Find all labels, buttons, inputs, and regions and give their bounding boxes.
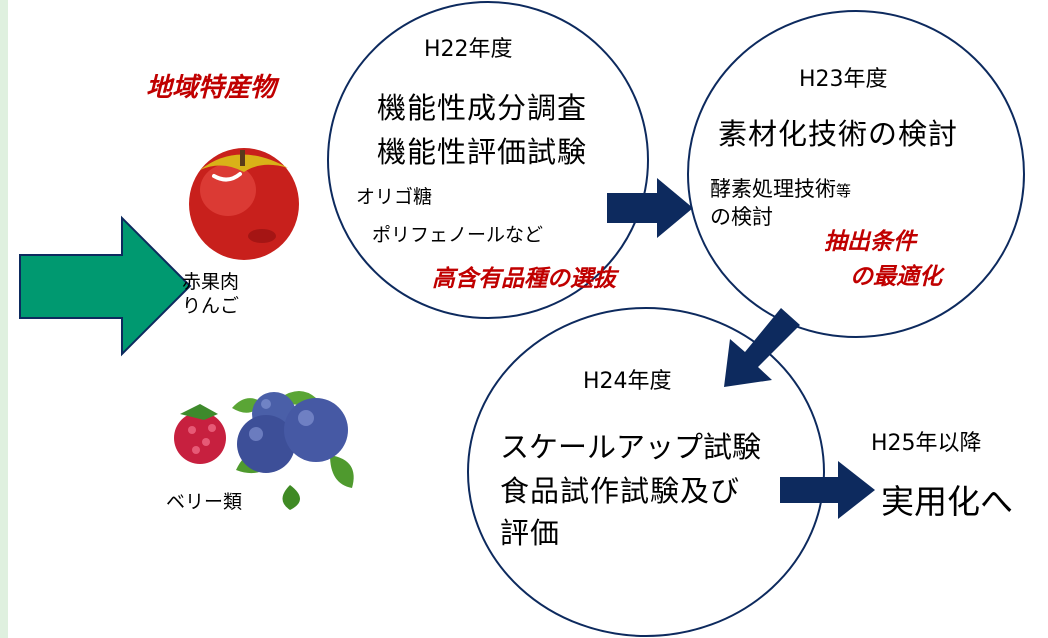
stage2-sub1-main: 酵素処理技術 (710, 177, 836, 201)
arrow-stage3-to-result (780, 461, 875, 519)
berry-label: ベリー類 (166, 491, 243, 513)
stage1-line1: 機能性成分調査 (377, 91, 588, 125)
stage2-highlight2: の最適化 (850, 264, 942, 290)
stage3-circle (467, 307, 825, 637)
stage1-sub1: オリゴ糖 (356, 186, 433, 208)
left-edge-bar (0, 0, 8, 638)
stage2-sub1-small: 等 (836, 182, 852, 200)
green-arrow (19, 215, 192, 357)
stage2-line1: 素材化技術の検討 (718, 117, 959, 151)
stage3-line2: 食品試作試験及び (500, 474, 741, 508)
apple-label-line2: りんご (182, 295, 240, 317)
stage1-year: H22年度 (424, 37, 513, 62)
stage1-line2: 機能性評価試験 (377, 135, 588, 169)
stage1-circle (327, 1, 649, 319)
stage4-year: H25年以降 (871, 431, 982, 456)
stage2-sub1: 酵素処理技術等 (710, 173, 851, 203)
stage3-line3: 評価 (500, 516, 561, 550)
stage2-highlight1: 抽出条件 (824, 229, 916, 255)
arrow-stage1-to-stage2 (607, 178, 693, 238)
apple-illustration (189, 148, 299, 260)
stage3-year: H24年度 (583, 369, 672, 394)
stage2-sub2: の検討 (710, 205, 773, 229)
stage3-line1: スケールアップ試験 (500, 430, 762, 464)
regional-products-label: 地域特産物 (146, 73, 277, 103)
stage1-highlight: 高含有品種の選抜 (432, 266, 616, 292)
stage2-circle (687, 10, 1025, 338)
stage1-sub2: ポリフェノールなど (372, 224, 544, 246)
berries-illustration (174, 391, 354, 510)
apple-label-line1: 赤果肉 (182, 271, 240, 293)
stage4-result: 実用化へ (881, 482, 1013, 521)
stage2-year: H23年度 (799, 67, 888, 92)
apple-label: 赤果肉 りんご (182, 270, 239, 318)
arrow-stage2-to-stage3 (724, 308, 800, 387)
